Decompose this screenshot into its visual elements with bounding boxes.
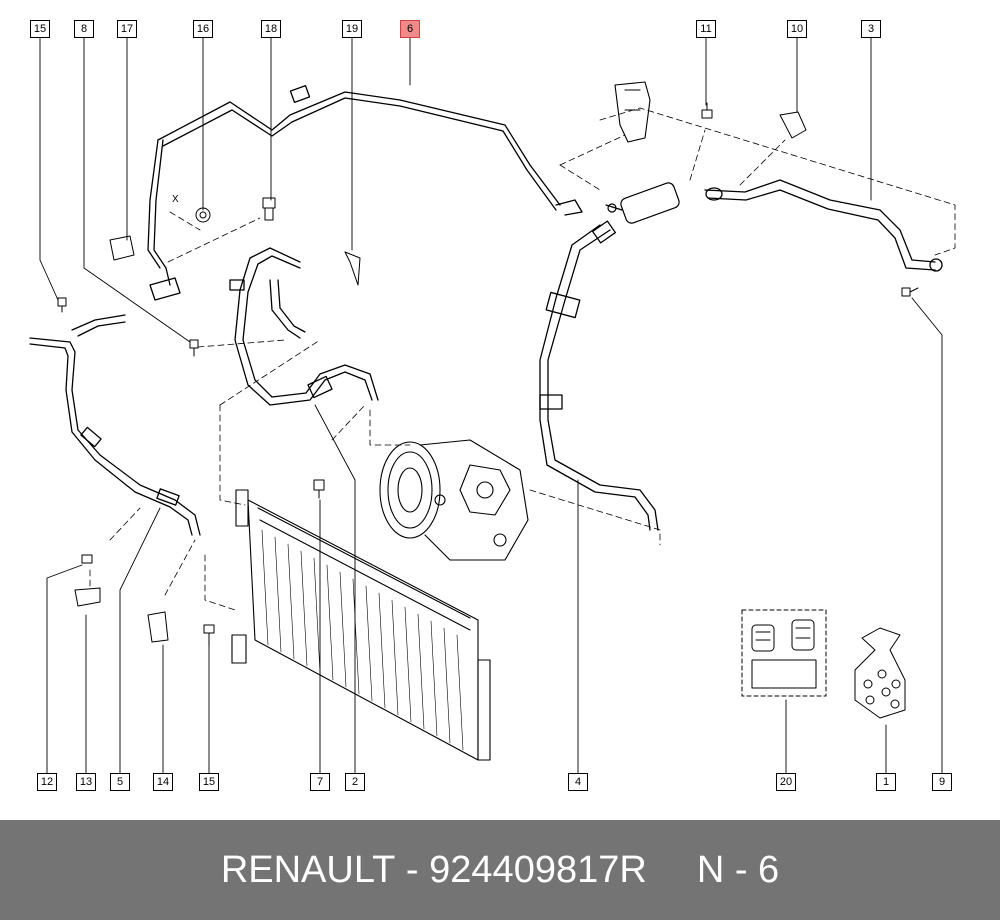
x-mark: X [172, 194, 179, 205]
callout-15-top[interactable]: 15 [30, 20, 50, 38]
callout-5[interactable]: 5 [110, 773, 130, 791]
pipe-4 [539, 220, 659, 531]
position-label: N - 6 [696, 848, 780, 891]
condenser [231, 489, 491, 761]
pipe-5 [29, 314, 201, 536]
expansion-valve [614, 81, 651, 143]
callout-20[interactable]: 20 [776, 773, 796, 791]
footer-caption: RENAULT - 924409817R N - 6 [0, 820, 1000, 920]
compressor [379, 439, 529, 561]
callout-18[interactable]: 18 [261, 20, 281, 38]
callout-12[interactable]: 12 [37, 773, 57, 791]
callout-10[interactable]: 10 [787, 20, 807, 38]
brand-separator: - [395, 848, 430, 891]
callout-11[interactable]: 11 [696, 20, 716, 38]
parts-diagram: X 15 8 17 16 18 19 6 11 10 3 12 13 5 14 … [29, 20, 956, 791]
callout-3[interactable]: 3 [861, 20, 881, 38]
callout-7[interactable]: 7 [310, 773, 330, 791]
callout-16[interactable]: 16 [193, 20, 213, 38]
valve-caps-kit [741, 609, 827, 697]
callout-4[interactable]: 4 [568, 773, 588, 791]
leader-lines [39, 36, 943, 774]
callout-9[interactable]: 9 [932, 773, 952, 791]
callout-15-bottom[interactable]: 15 [199, 773, 219, 791]
pipe-6 [147, 84, 583, 301]
callout-14[interactable]: 14 [153, 773, 173, 791]
callout-13[interactable]: 13 [76, 773, 96, 791]
seal-kit-bag [854, 627, 906, 719]
brand-name: RENAULT [220, 848, 396, 891]
receiver-drier [605, 182, 680, 224]
pipe-3 [704, 179, 943, 272]
ac-system-drawing: X [29, 36, 956, 774]
callout-8[interactable]: 8 [74, 20, 94, 38]
callout-17[interactable]: 17 [117, 20, 137, 38]
callout-1[interactable]: 1 [876, 773, 896, 791]
dashed-guides [89, 107, 956, 611]
callout-6-highlighted[interactable]: 6 [400, 20, 420, 38]
footer-bar: RENAULT - 924409817R N - 6 [0, 820, 1000, 920]
pipe-2 [229, 247, 379, 406]
fasteners [57, 102, 919, 646]
part-number: 924409817R [429, 848, 647, 891]
callout-19[interactable]: 19 [342, 20, 362, 38]
callout-2[interactable]: 2 [345, 773, 365, 791]
